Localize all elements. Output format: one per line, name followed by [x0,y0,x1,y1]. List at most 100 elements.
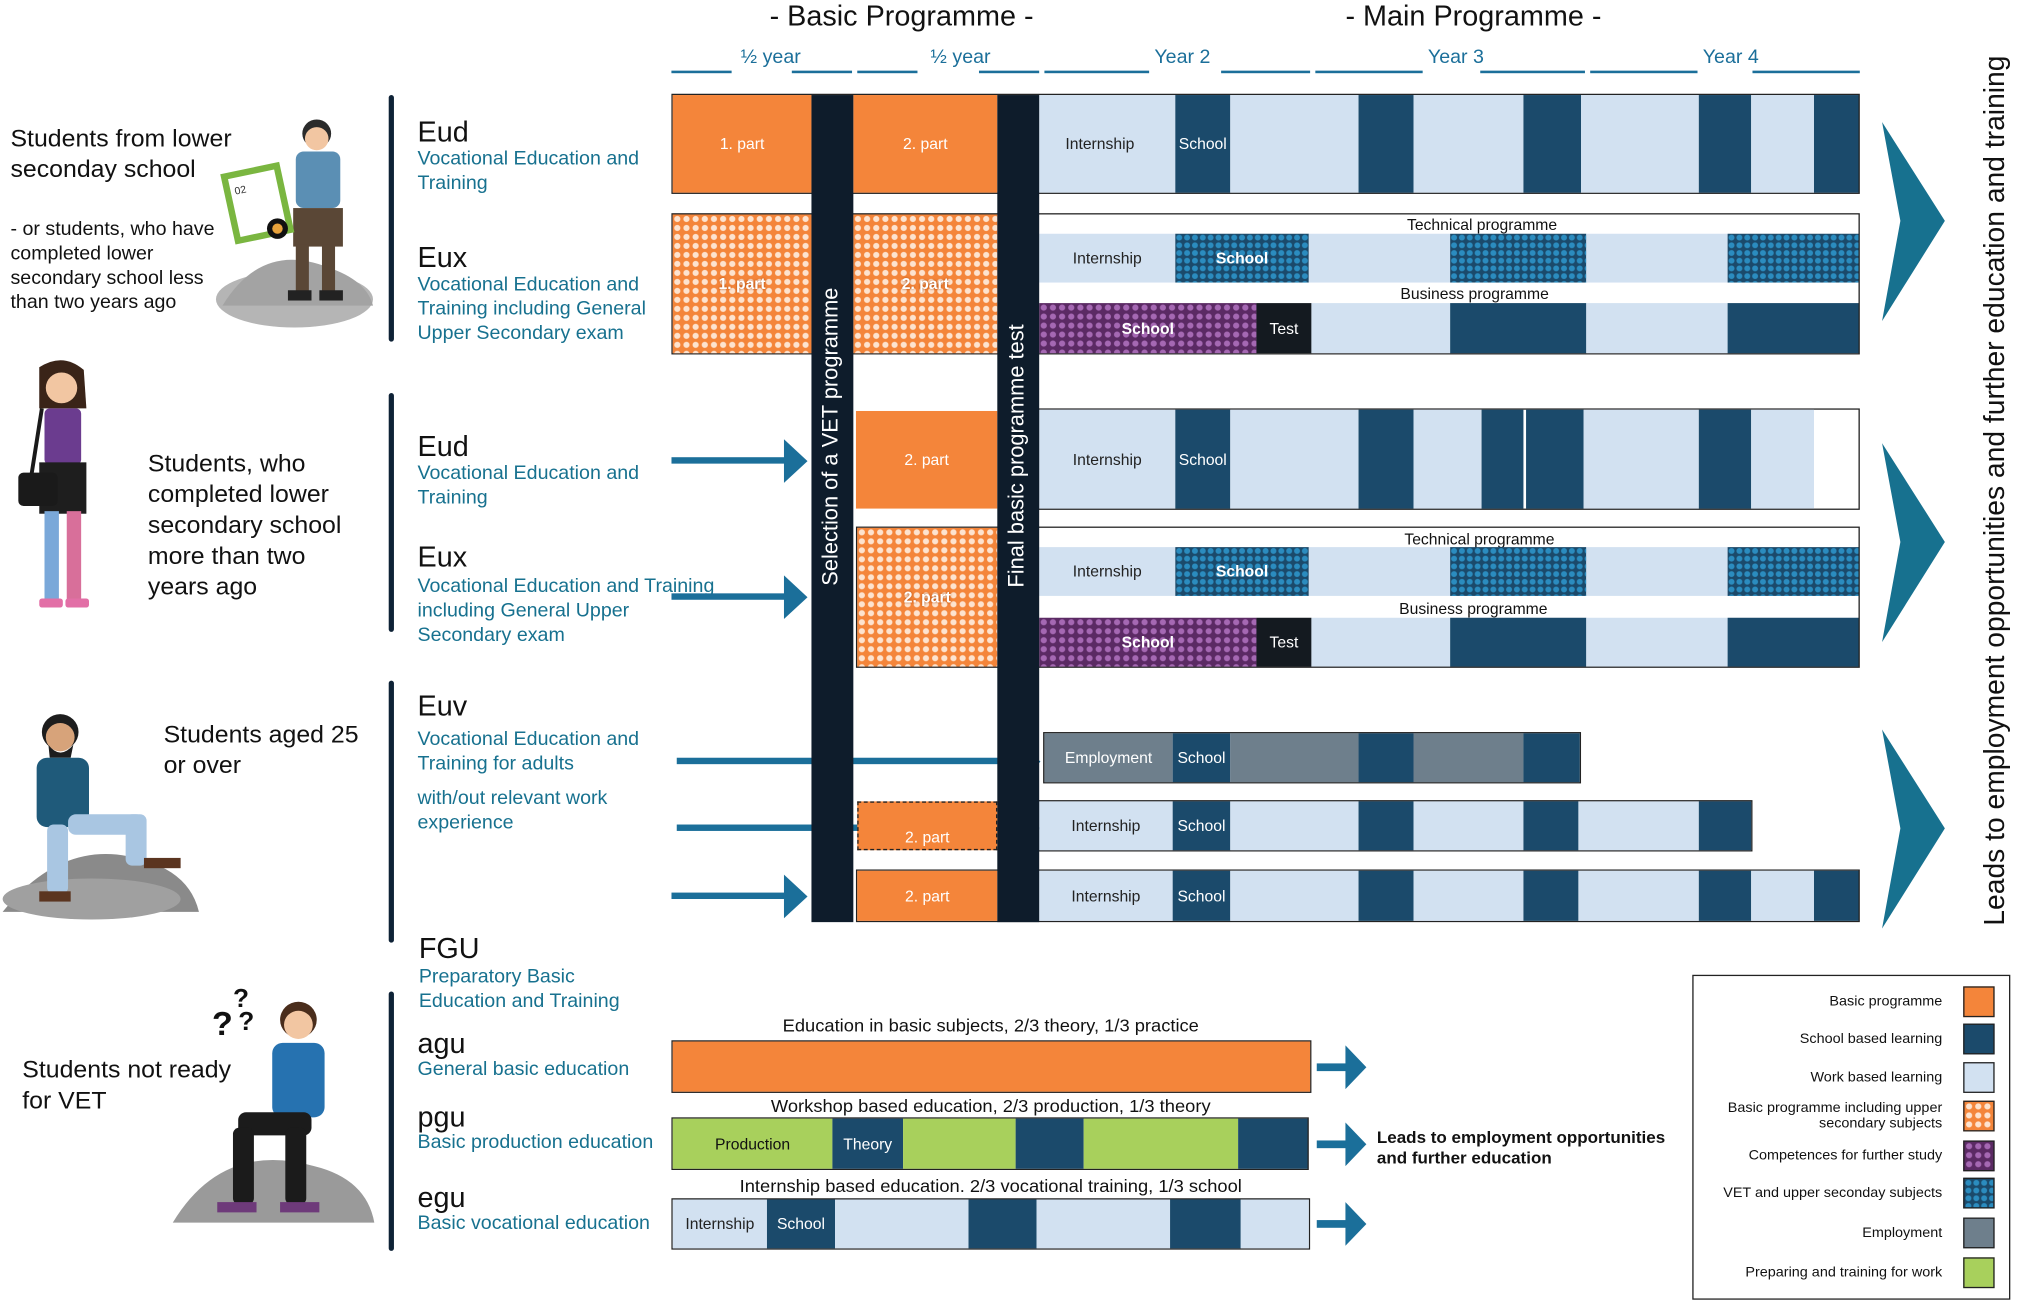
vet-school-segment: School [1175,547,1309,596]
pgu-title: pgu [417,1100,466,1133]
vet-school-segment [1727,233,1859,283]
basic-part-2-upper-secondary: 2. part [857,527,998,667]
legend-label: Preparing and training for work [1745,1265,1943,1281]
arrow-right-icon [1316,1045,1367,1090]
internship-segment: Internship [1039,870,1173,921]
half-year-label: ½ year [930,46,991,69]
school-segment [1698,409,1752,509]
school-segment: School [1175,409,1231,509]
technical-programme-label: Technical programme [1404,530,1555,549]
year-3-label: Year 3 [1427,46,1484,69]
school-segment: School [1175,95,1231,193]
pgu-subtitle: Basic production education [417,1131,654,1154]
arrow-right-icon [671,874,808,919]
legend-swatch [1963,986,1995,1018]
school-segment [1358,409,1414,509]
school-segment: School [1172,733,1231,783]
student-group-1-title: Students from lower seconday school [10,125,232,184]
internship-segment: Internship [1039,547,1176,596]
selection-bar [811,95,854,923]
basic-part-2: 2. part [857,870,998,921]
timeline-rule [1044,70,1150,73]
work-segment [1230,95,1359,193]
basic-programme-header: - Basic Programme - [769,0,1034,33]
vet-school-segment [1727,547,1859,596]
school-segment [1358,733,1414,783]
work-segment [835,1199,969,1249]
employment-segment [1413,733,1524,783]
technical-programme-label: Technical programme [1406,215,1558,234]
eud-track-frame [671,93,1860,194]
vet-school-segment: School [1175,233,1309,283]
half-year-label: ½ year [740,46,801,69]
timeline-rule [1221,70,1311,73]
legend-swatch [1963,1140,1995,1172]
work-segment [1581,95,1699,193]
school-segment [1481,409,1524,509]
timeline-rule [1752,70,1860,73]
eud-title: Eud [417,430,469,463]
school-segment [1358,801,1414,851]
timeline-rule [857,70,918,73]
work-segment [1308,547,1451,596]
timeline-rule [671,70,732,73]
final-test-label: Final basic programme test [1003,324,1029,588]
school-segment [1727,617,1859,667]
legend-swatch [1963,1217,1995,1249]
selection-label: Selection of a VET programme [818,287,843,586]
legend-swatch [1963,1062,1995,1093]
school-segment [1698,801,1752,851]
year-4-label: Year 4 [1702,46,1759,69]
school-segment [1698,870,1752,921]
school-segment [1523,801,1579,851]
school-segment [1450,617,1587,667]
group-divider [388,680,394,943]
arrow-right-icon [671,575,808,620]
euv-title: Euv [417,689,468,722]
agu-track-frame [671,1040,1312,1093]
work-segment [1751,870,1814,921]
work-segment [1413,801,1524,851]
chevron-right-icon [1882,122,1945,322]
student-group-2-title: Students, who completed lower secondary … [147,450,342,602]
legend-label: Basic programme including upper secondar… [1727,1100,1943,1132]
euv-track-frame [1043,732,1582,784]
basic-part-2-upper-secondary: 2. part [853,214,998,354]
work-segment [1413,409,1482,509]
adult-student-illustration [2,714,199,920]
svg-text:02: 02 [234,185,248,198]
student-group-4-title: Students not ready for VET [22,1056,232,1115]
final-test-bar [997,95,1040,923]
pgu-caption: Workshop based education, 2/3 production… [770,1095,1211,1117]
internship-segment: Internship [672,1199,767,1249]
eux-title: Eux [417,241,468,274]
work-segment [1586,547,1728,596]
employment-segment [1230,733,1359,783]
timeline-rule [1315,70,1423,73]
arrow-right-icon [1316,1122,1367,1167]
arrow-right-icon [1316,1202,1367,1246]
agu-caption: Education in basic subjects, 2/3 theory,… [782,1014,1199,1036]
legend-swatch [1963,1257,1995,1289]
agu-basic-segment [672,1041,1311,1092]
school-segment [1813,95,1859,193]
legend-swatch [1963,1023,1995,1055]
employment-segment: Employment [1044,733,1173,783]
test-segment: Test [1256,617,1312,667]
question-mark-icon: ? [238,1008,254,1036]
theory-segment: Theory [832,1118,904,1169]
group-divider [388,991,394,1251]
test-segment: Test [1256,303,1312,354]
production-segment: Production [672,1118,833,1169]
work-segment [1586,233,1728,283]
eux-subtitle: Vocational Education and Training includ… [417,273,646,345]
fgu-leads-label: Leads to employment opportunities and fu… [1376,1127,1666,1168]
question-mark-icon: ? [212,1005,233,1043]
work-segment [1413,870,1524,921]
school-segment [1450,303,1587,354]
student-thinking-illustration: ? ? ? [172,986,375,1223]
student-with-certificate-illustration: 02 [215,119,374,328]
